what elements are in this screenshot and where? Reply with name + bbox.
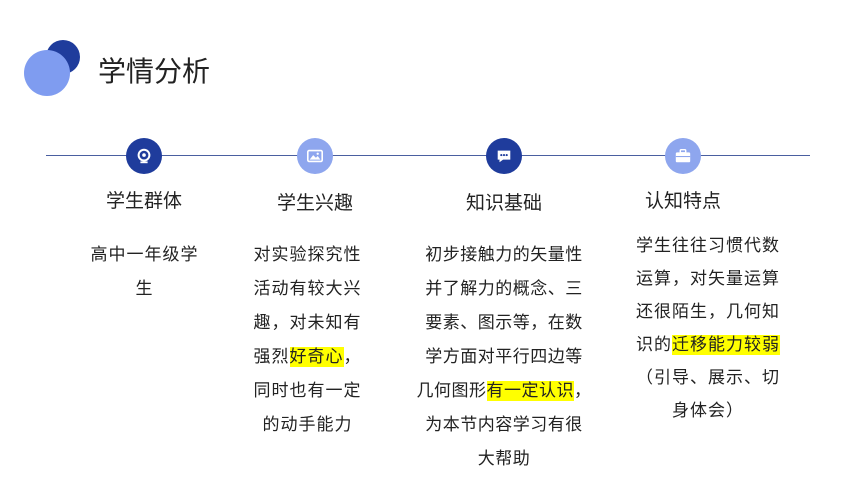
logo-circle-light [24,50,70,96]
highlight-some-knowledge: 有一定认识 [486,381,574,401]
column-text-cognitive-traits: 学生往往习惯代数 运算，对矢量运算 还很陌生，几何知 识的迁移能力较弱 （引导、… [636,236,780,421]
timeline-line [46,155,810,156]
column-heading-student-interest: 学生兴趣 [276,192,353,214]
column-text-student-interest: 对实验探究性 活动有较大兴 趣，对未知有 强烈好奇心， 同时也有一定 的动手能力 [253,245,362,435]
image-icon [297,138,333,174]
logo-circles [24,40,84,100]
page-title: 学情分析 [98,55,211,88]
location-pin-icon [126,138,162,174]
column-heading-student-group: 学生群体 [105,190,182,212]
column-text-student-group: 高中一年级学 生 [90,245,199,299]
column-heading-cognitive-traits: 认知特点 [644,190,721,212]
highlight-curiosity: 好奇心 [289,347,344,367]
chat-bubble-icon [486,138,522,174]
column-text-knowledge-base: 初步接触力的矢量性 并了解力的概念、三 要素、图示等，在数 学方面对平行四边等 … [416,245,592,469]
briefcase-icon [665,138,701,174]
highlight-weak-transfer: 迁移能力较弱 [672,335,780,355]
column-heading-knowledge-base: 知识基础 [465,192,542,214]
